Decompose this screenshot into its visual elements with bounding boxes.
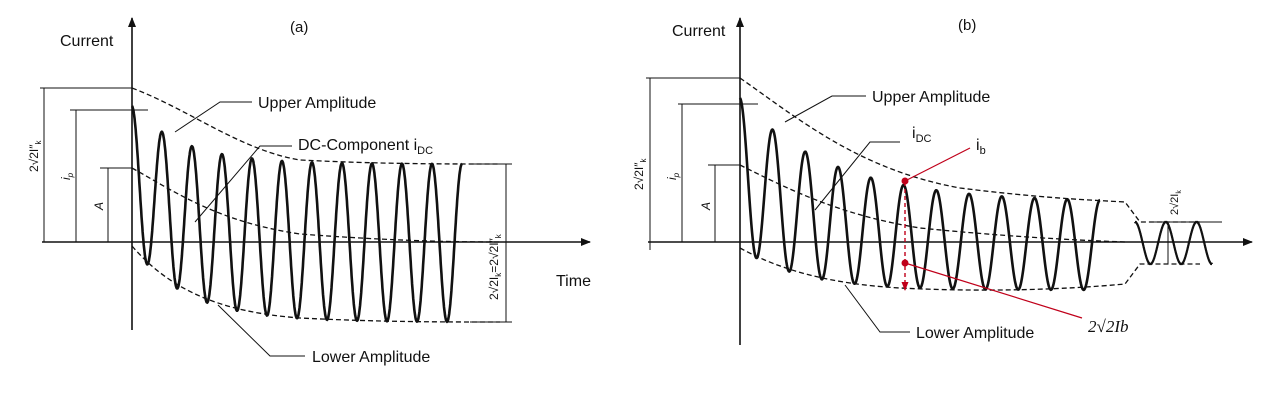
panel-b-peak-label: 2√2I″k bbox=[632, 157, 648, 190]
panel-b-ib-label: ib bbox=[976, 137, 986, 157]
panel-b-steady-state-waveform bbox=[1134, 220, 1213, 266]
panel-b-two-root-two-ib-leader bbox=[904, 262, 1083, 319]
panel-b-ip-label: ip bbox=[665, 172, 681, 180]
panel-a-upper-amplitude-leader bbox=[174, 101, 252, 133]
panel-a-dc-component-curve bbox=[131, 167, 501, 243]
panel-b-label: (b) bbox=[958, 17, 976, 34]
panel-a-label: (a) bbox=[290, 19, 308, 36]
panel-b-lower-amplitude-label: Lower Amplitude bbox=[916, 325, 1034, 342]
panel-b-y-axis-label: Current bbox=[672, 23, 726, 40]
panel-b-idc-label: iDC bbox=[912, 125, 932, 145]
panel-b-ib-leader bbox=[904, 147, 971, 182]
panel-a-x-axis-label: Time bbox=[556, 273, 591, 290]
panel-b-idc-leader bbox=[814, 141, 900, 211]
panel-a-lower-amplitude-leader bbox=[217, 304, 305, 357]
panel-b-current-waveform bbox=[738, 97, 1101, 292]
panel-a-upper-envelope bbox=[131, 87, 501, 165]
panel-a-dc-component-leader bbox=[194, 145, 292, 223]
panel-b-lower-amplitude-leader bbox=[844, 284, 910, 333]
panel-b-upper-amplitude-label: Upper Amplitude bbox=[872, 89, 990, 106]
panel-a-ip-label: ip bbox=[59, 172, 75, 180]
panel-a-y-axis-label: Current bbox=[60, 33, 114, 50]
panel-a-upper-amplitude-label: Upper Amplitude bbox=[258, 95, 376, 112]
panel-b: 2√2I″k ip A 2√2Ik (b) Current Upper Ampl… bbox=[632, 17, 1253, 345]
panel-a-a-label: A bbox=[92, 202, 106, 211]
panel-b-upper-amplitude-leader bbox=[784, 95, 866, 123]
panel-a-lower-amplitude-label: Lower Amplitude bbox=[312, 349, 430, 366]
panel-a: 2√2I″k ip A 2√2Ik=2√2I″k (a) Current Tim… bbox=[27, 17, 591, 366]
panel-b-steady-label: 2√2Ik bbox=[1169, 190, 1183, 215]
panel-b-lower-envelope bbox=[739, 247, 1200, 291]
panel-a-current-waveform bbox=[130, 105, 463, 324]
panel-a-right-label: 2√2Ik=2√2I″k bbox=[487, 233, 503, 300]
panel-b-a-label: A bbox=[699, 202, 713, 211]
panel-b-two-root-two-ib-label: 2√2Ib bbox=[1088, 317, 1129, 336]
panel-a-dc-component-label: DC-Component iDC bbox=[298, 137, 433, 157]
panel-a-peak-label: 2√2I″k bbox=[27, 139, 43, 172]
panel-a-lower-envelope bbox=[131, 245, 501, 323]
